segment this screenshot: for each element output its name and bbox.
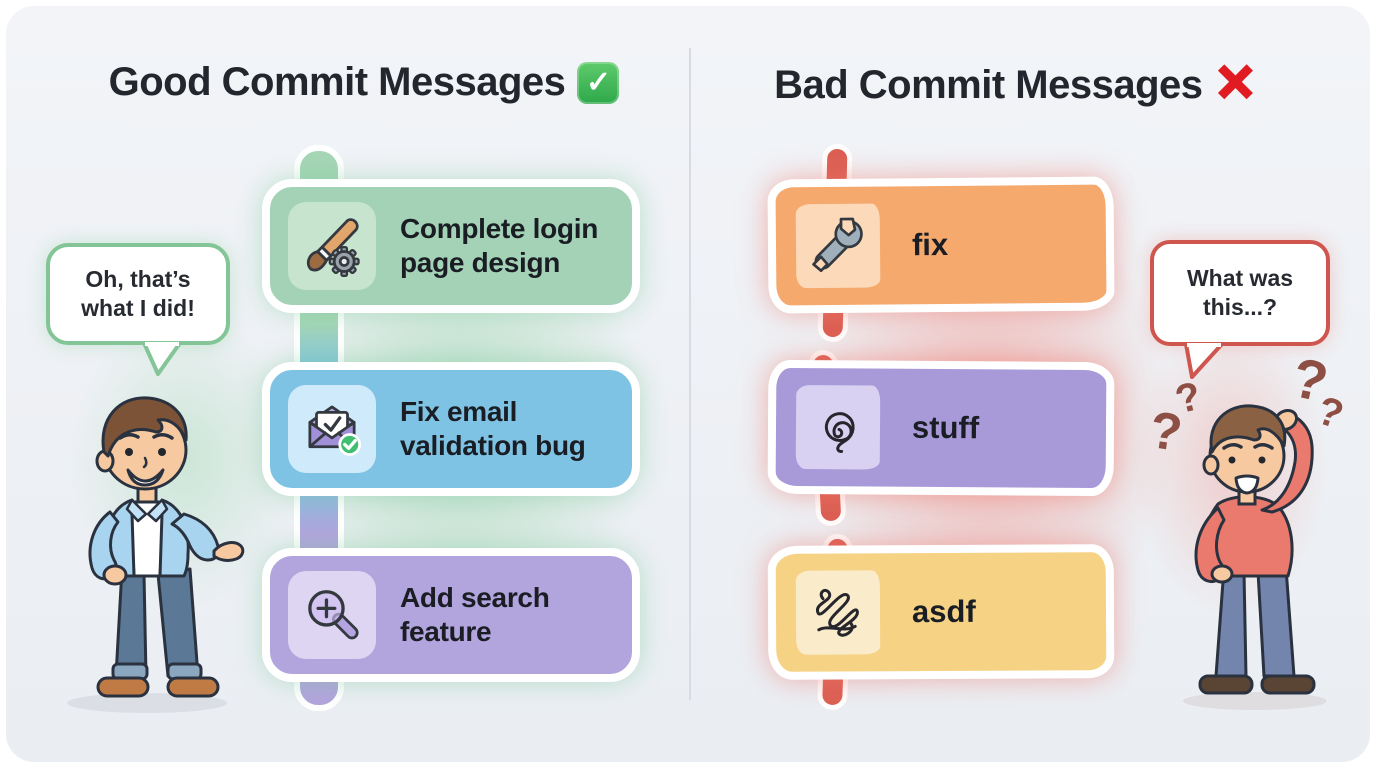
bad-commit-label: asdf xyxy=(911,593,976,630)
good-commit-card: Fix email validation bug xyxy=(262,362,640,496)
bad-commit-icon-tile xyxy=(795,570,881,655)
magnifier-plus-icon xyxy=(308,590,359,640)
good-commit-icon-tile xyxy=(288,571,376,659)
good-commit-card: Complete login page design xyxy=(262,179,640,313)
bad-commit-card: fix xyxy=(767,176,1115,314)
bad-speech-bubble: What was this...? xyxy=(1150,240,1330,346)
cross-emoji-icon: ✕ xyxy=(1213,55,1257,111)
bad-speech-bubble-tail xyxy=(1184,343,1224,379)
check-emoji-icon: ✓ xyxy=(577,61,620,104)
bad-commit-card: stuff xyxy=(767,359,1115,497)
good-commit-label: Add search feature xyxy=(400,581,550,647)
good-commit-label: Fix email validation bug xyxy=(400,395,586,461)
chaotic-scribble-icon xyxy=(816,588,859,637)
good-title: Good Commit Messages ✓ xyxy=(78,60,650,105)
paintbrush-gear-icon xyxy=(306,218,360,277)
envelope-check-icon xyxy=(308,405,362,456)
good-commit-card: Add search feature xyxy=(262,548,640,682)
bad-title-text: Bad Commit Messages xyxy=(774,62,1203,107)
bad-speech-text: What was this...? xyxy=(1186,264,1294,320)
wrench-icon xyxy=(812,217,863,273)
good-commit-icon-tile xyxy=(288,202,376,290)
happy-developer-character xyxy=(67,396,245,713)
bad-commit-icon-tile xyxy=(795,203,881,289)
good-title-text: Good Commit Messages xyxy=(108,60,566,104)
spiral-scribble-icon xyxy=(824,412,855,453)
good-commit-label: Complete login page design xyxy=(400,212,599,278)
bad-commit-card: asdf xyxy=(767,544,1115,680)
bad-commit-label: stuff xyxy=(911,409,980,446)
good-speech-text: Oh, that’s what I did! xyxy=(81,265,195,321)
bad-commit-label: fix xyxy=(911,226,949,263)
bad-commit-icon-tile xyxy=(795,384,881,470)
good-speech-bubble-tail xyxy=(142,342,182,376)
good-commit-icon-tile xyxy=(288,385,376,473)
column-divider xyxy=(689,48,691,700)
bad-title: Bad Commit Messages ✕ xyxy=(772,55,1258,111)
good-speech-bubble: Oh, that’s what I did! xyxy=(46,243,230,345)
